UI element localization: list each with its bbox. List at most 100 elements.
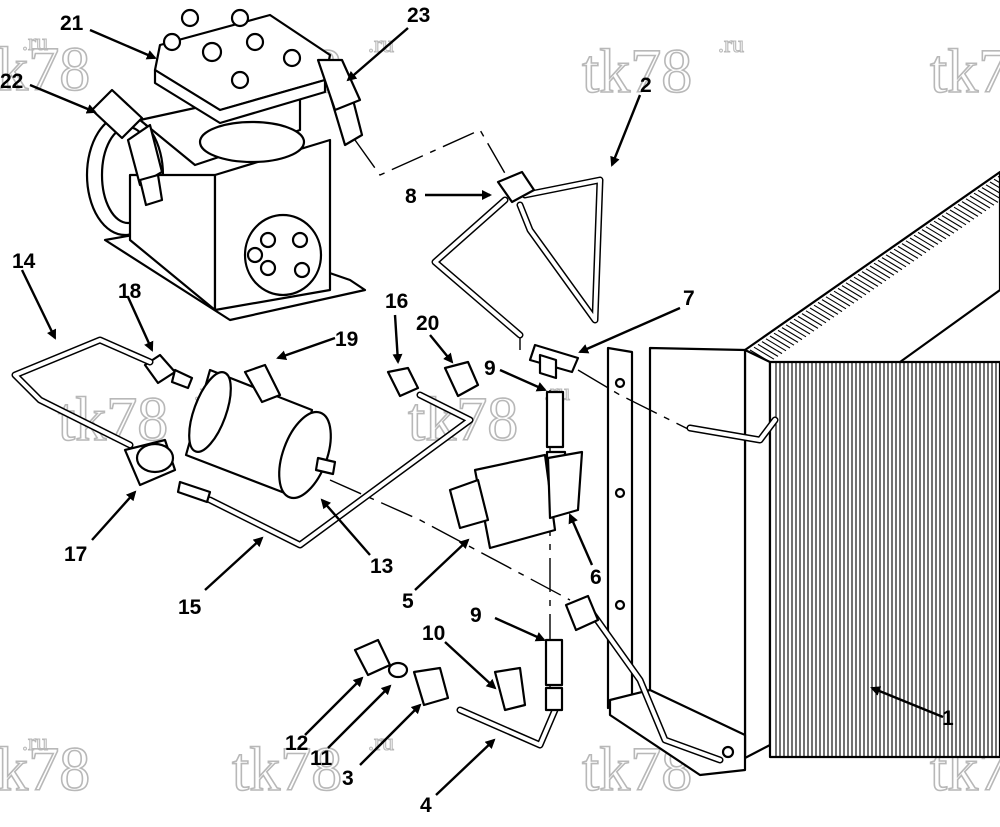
watermark-main: tk78: [232, 736, 342, 804]
condenser-top-fin: [749, 349, 771, 363]
callout-14: 14: [12, 250, 36, 273]
mount-hole: [614, 487, 626, 499]
tube-clamp-10: [493, 666, 527, 712]
condenser-top-fin: [797, 315, 819, 329]
condenser-top-fin: [969, 195, 991, 209]
compressor-head-side: [153, 68, 327, 125]
condenser-top-fin: [781, 327, 803, 341]
condenser-top-fin: [773, 332, 795, 346]
condenser-top-fin: [821, 299, 843, 313]
leader-6: [568, 513, 594, 566]
watermark-bottom-left: tk78 .ru: [0, 729, 91, 804]
watermark-top-left: tk78 .ru: [0, 29, 91, 104]
fitting-3: [412, 666, 450, 707]
leader-16: [392, 314, 403, 364]
leader-2: [610, 94, 642, 167]
coupler-9-lower: [544, 638, 564, 687]
condenser-top-fin: [837, 287, 859, 301]
filter-dryer: [143, 353, 337, 500]
condenser-top-fin: [761, 341, 783, 355]
callout-11: 11: [310, 747, 333, 770]
condenser-top-fin: [869, 265, 891, 279]
discharge-tube-loop: [431, 170, 779, 444]
banjo-eye: [135, 442, 175, 474]
callout-4: 4: [420, 794, 432, 817]
condenser-top-fin: [941, 215, 963, 229]
leader-14: [20, 269, 57, 340]
condenser-fins: [749, 175, 1000, 757]
watermark-suffix: .ru: [718, 32, 744, 58]
condenser-top-fin: [909, 237, 931, 251]
watermark-mid-center: tk78 .ru: [407, 379, 570, 454]
leader-20: [429, 334, 454, 364]
watermark-main: tk78: [0, 736, 90, 804]
condenser-top-fin: [865, 268, 887, 282]
head-bolt: [282, 48, 302, 68]
leader-10: [444, 641, 497, 690]
callout-18: 18: [118, 280, 142, 303]
watermark-main: tk78: [0, 36, 90, 104]
service-port: [138, 173, 164, 207]
condenser-top-fin: [809, 307, 831, 321]
condenser-top-fin: [973, 192, 995, 206]
callout-8: 8: [405, 185, 417, 208]
callout-15: 15: [178, 596, 202, 619]
flare-nut-8: [496, 170, 536, 204]
dryer-outlet-stud: [314, 456, 337, 476]
condenser-top-fin: [985, 184, 1000, 194]
mount-hole: [614, 377, 626, 389]
service-valve: [126, 123, 164, 187]
condenser-top-fin: [989, 181, 1000, 189]
watermark-main: tk78: [930, 38, 1000, 106]
tube-4-inner: [458, 708, 557, 747]
coupler-9-upper: [545, 390, 565, 449]
leader-22: [29, 83, 97, 114]
condenser-top-fin: [905, 240, 927, 254]
condenser-top-fin: [857, 273, 879, 287]
callout-1: 1: [942, 707, 954, 730]
condenser-top-fin: [981, 187, 1000, 200]
condenser: [606, 170, 1000, 777]
tee-fitting-branch: [538, 353, 558, 380]
flange-bolt: [246, 246, 264, 264]
condenser-top-fin: [769, 335, 791, 349]
head-bolt: [180, 8, 200, 28]
condenser-top-fin: [765, 338, 787, 352]
callout-2: 2: [640, 74, 652, 97]
dryer-clamp: [243, 363, 282, 404]
condenser-top-fin: [861, 271, 883, 285]
watermark-layer: tk78 .ru tk78 .ru tk78 .ru tk78 tk78 .ru…: [0, 29, 1000, 804]
tube-loop: [516, 176, 604, 324]
callout-12: 12: [285, 732, 308, 755]
condenser-top-fin: [953, 206, 975, 220]
pressure-switch: [448, 450, 584, 550]
leader-9b: [494, 616, 546, 642]
callout-3: 3: [342, 767, 354, 790]
condenser-top-fin: [817, 301, 839, 315]
condenser-top-fin: [913, 234, 935, 248]
leader-4: [435, 738, 496, 796]
tube-15-inner: [208, 393, 472, 547]
leader-23: [346, 27, 409, 82]
callout-16: 16: [385, 290, 408, 313]
routing-line: [354, 129, 511, 183]
tube-loop-inner: [518, 178, 602, 322]
flange-bolt: [259, 259, 277, 277]
watermark-top-right: tk78 .ru: [581, 31, 744, 106]
leader-15: [204, 536, 264, 591]
watermark-suffix: .ru: [22, 30, 48, 56]
leader-12: [304, 676, 364, 736]
condenser-top-fin: [929, 223, 951, 237]
callout-5: 5: [402, 590, 414, 613]
condenser-top-fin: [845, 282, 867, 296]
leader-17: [91, 490, 137, 541]
callout-labels: 21 22 23 2 8 7 9 16 20 19 18 14 17 15 13…: [0, 4, 954, 817]
watermark-main: tk78: [582, 38, 692, 106]
condenser-top-fin: [977, 189, 999, 203]
leader-19: [276, 336, 336, 361]
callout-22: 22: [0, 70, 23, 93]
condenser-top-fin: [853, 276, 875, 290]
condenser-top-fin: [961, 201, 983, 215]
condenser-end-tank: [648, 346, 747, 757]
